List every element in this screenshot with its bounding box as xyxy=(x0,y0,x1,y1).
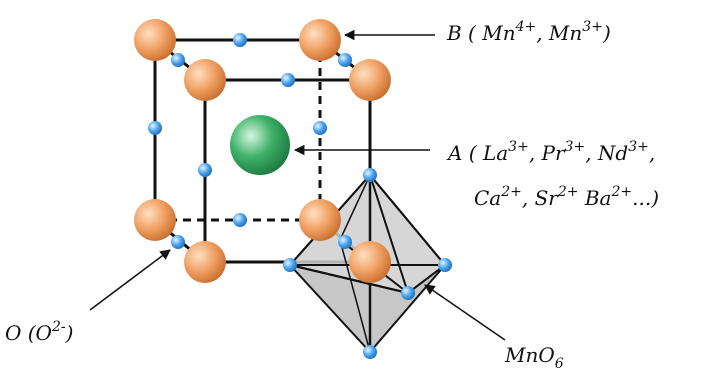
a-site-label-line2: Ca2+, Sr2+ Ba2+...) xyxy=(474,184,659,210)
o-site-label: O (O2-) xyxy=(5,319,73,345)
a-site-atom xyxy=(230,115,290,175)
o-site-arrow xyxy=(89,249,171,311)
o-atoms xyxy=(148,33,452,359)
a-site-label-line1: A ( La3+, Pr3+, Nd3+, xyxy=(446,139,655,165)
b-atoms xyxy=(134,19,391,283)
octahedron-label: MnO6 xyxy=(504,343,564,372)
label-arrows xyxy=(89,29,506,341)
octahedron-arrow xyxy=(424,284,506,341)
b-site-label: B ( Mn4+, Mn3+) xyxy=(446,19,611,45)
